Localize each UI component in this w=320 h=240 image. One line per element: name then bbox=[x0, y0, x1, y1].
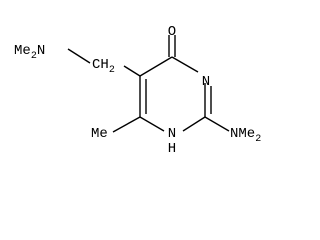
atom-labels: O N N H Me2N CH2 Me NMe2 bbox=[14, 24, 261, 157]
nitrogen-n1-label: N bbox=[168, 126, 176, 142]
dimethylamino-left-n: N bbox=[37, 43, 45, 59]
bond-n1-c6 bbox=[139, 116, 165, 132]
dimethylamino-right-label: NMe2 bbox=[230, 126, 261, 145]
bond-c5-c4 bbox=[139, 56, 173, 77]
dimethylamino-right-n: N bbox=[230, 126, 238, 142]
dimethylamino-left-me: Me bbox=[14, 43, 31, 59]
methylene-sub: 2 bbox=[109, 65, 115, 76]
hydrogen-n1-label: H bbox=[168, 141, 176, 157]
methylene-label: CH2 bbox=[92, 57, 115, 76]
dimethylamino-left-label: Me2N bbox=[14, 43, 45, 62]
bond-n-ch2 bbox=[67, 48, 91, 64]
bond-c2-n1 bbox=[182, 116, 206, 132]
dimethylamino-right-sub: 2 bbox=[255, 134, 261, 145]
bond-c5-ch2 bbox=[123, 65, 141, 77]
methylene-ch: CH bbox=[92, 57, 109, 73]
methyl-label: Me bbox=[91, 126, 108, 142]
nitrogen-n3-label: N bbox=[202, 74, 210, 90]
bonds bbox=[67, 35, 230, 133]
bond-c4-n3 bbox=[171, 56, 199, 73]
bond-c2-nme2 bbox=[204, 116, 230, 132]
oxygen-label: O bbox=[168, 24, 176, 40]
dimethylamino-left-sub: 2 bbox=[31, 51, 37, 62]
dimethylamino-right-me: Me bbox=[238, 126, 255, 142]
chemical-structure: O N N H Me2N CH2 Me NMe2 bbox=[14, 24, 261, 157]
bond-c6-methyl bbox=[112, 116, 141, 133]
